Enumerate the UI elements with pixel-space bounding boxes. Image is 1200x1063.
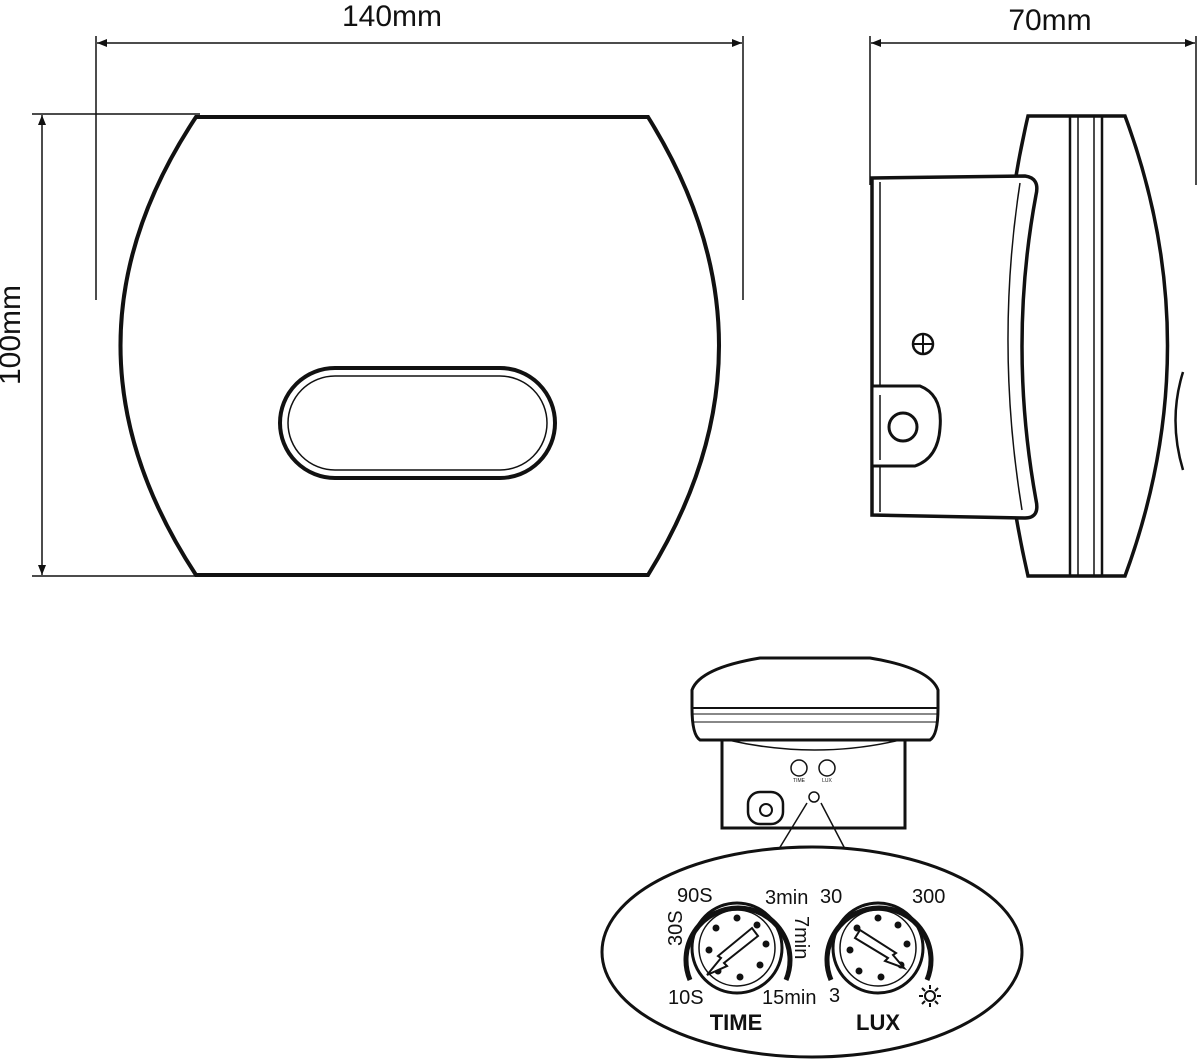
lux-dial [824,901,934,995]
time-dial-outer [690,901,784,995]
time-dial-arc [683,905,793,981]
time-dial [683,901,793,995]
front-body-outline [118,115,721,577]
time-label-10s: 10S [668,987,704,1009]
time-label-7min: 7min [790,916,812,959]
cable-entry-hole [887,411,919,443]
mini-time-dial [790,759,808,777]
mini-screw-icon [808,791,820,803]
lux-label-300: 300 [912,886,945,908]
sensor-window-inner [287,375,548,471]
height-dimension-label: 100mm [0,285,27,385]
mini-cable-gland [746,790,785,826]
lux-dial-arc [824,905,934,981]
front-view: 140mm 100mm [0,0,744,577]
time-dial-arrow-icon [706,926,760,976]
bottom-dome [690,656,940,708]
time-label-90s: 90S [677,885,713,907]
mini-cable-hole [759,803,773,817]
mini-time-label: TIME [793,778,806,784]
mini-lux-label: LUX [822,778,832,784]
cable-gland [870,384,942,468]
sensor-window [278,366,557,480]
base-inner-curve [1007,182,1023,511]
screw-icon [911,332,935,356]
width-dimension-label: 140mm [342,0,442,33]
time-dial-pins [705,914,770,981]
time-label-3min: 3min [765,887,808,909]
bottom-detail-view: TIME LUX [600,656,1024,1059]
lux-dial-outer [831,901,925,995]
time-label-15min: 15min [762,987,816,1009]
mini-lux-dial [818,759,836,777]
bottom-housing [720,738,907,830]
depth-dimension-label: 70mm [1008,4,1091,37]
callout-ellipse [600,845,1024,1059]
bottom-housing-rim [727,739,901,751]
time-dial-title: TIME [710,1010,763,1035]
sun-icon [919,985,941,1007]
lux-dial-title: LUX [856,1010,900,1035]
time-label-30s: 30S [665,910,687,946]
lux-dial-arrow-icon [853,928,908,971]
side-view: 70mm [869,4,1197,578]
lux-label-3: 3 [829,985,840,1007]
side-nub [1174,371,1185,471]
lux-label-30: 30 [820,886,842,908]
bottom-dome-base [690,707,940,742]
